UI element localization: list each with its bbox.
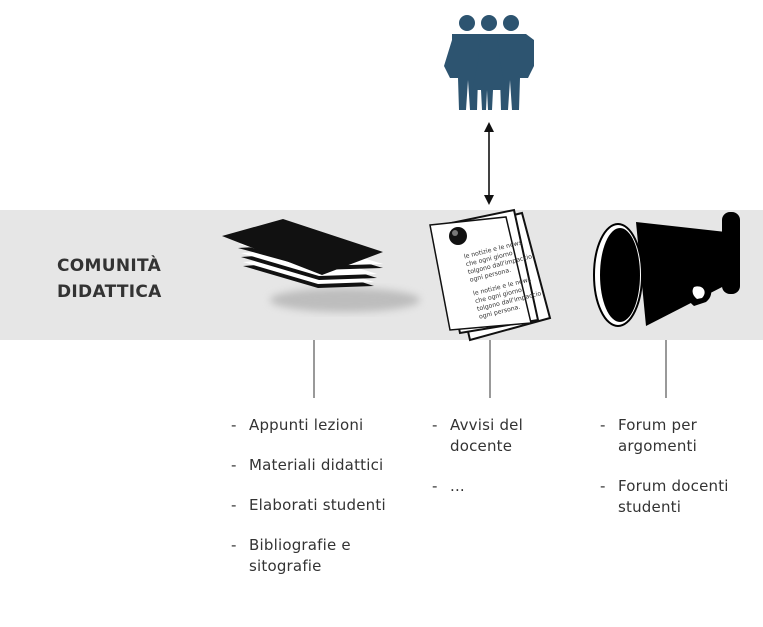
list-column-2: Avvisi del docente ... [432, 415, 572, 516]
list-item: Elaborati studenti [231, 495, 391, 516]
list-item: Forum per argomenti [600, 415, 760, 457]
group-of-people-icon [444, 15, 534, 110]
list-column-3: Forum per argomenti Forum docenti studen… [600, 415, 760, 537]
list-column-1: Appunti lezioni Materiali didattici Elab… [231, 415, 391, 596]
band-title-line1: COMUNITÀ [57, 256, 162, 276]
list-item: Materiali didattici [231, 455, 391, 476]
list-item: ... [432, 476, 572, 497]
list-item: Appunti lezioni [231, 415, 391, 436]
megaphone-icon [593, 212, 740, 327]
pinned-notice-icon: le notizie e le news che ogni giorno tol… [429, 208, 552, 342]
band-title-line2: DIDATTICA [57, 282, 162, 302]
paper-stack-icon [222, 219, 420, 312]
band-title: COMUNITÀ DIDATTICA [57, 253, 162, 305]
list-item: Forum docenti studenti [600, 476, 760, 518]
list-item: Avvisi del docente [432, 415, 572, 457]
list-item: Bibliografie e sitografie [231, 535, 391, 577]
